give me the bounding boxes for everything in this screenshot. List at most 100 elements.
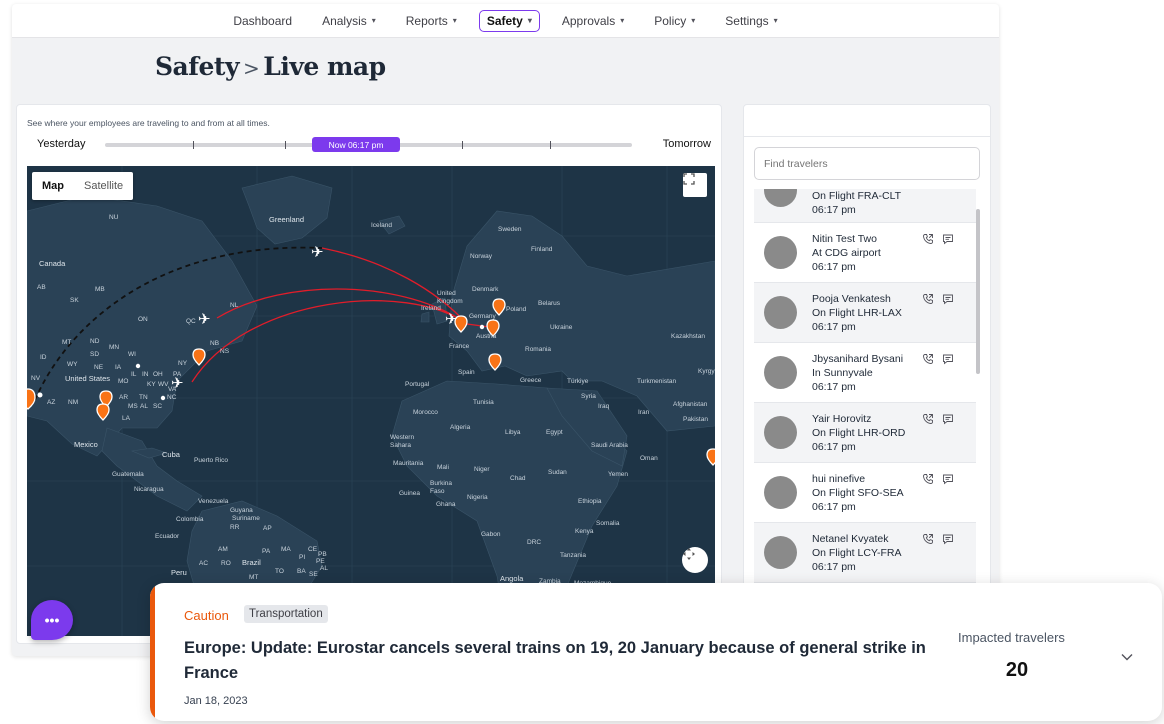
map-label: Libya [505, 429, 521, 436]
phone-icon[interactable] [922, 233, 934, 245]
traveler-row[interactable]: Jbysanihard Bysani In Sunnyvale 06:17 pm [754, 343, 976, 403]
map-label: WY [67, 361, 78, 368]
nav-analysis[interactable]: Analysis▾ [322, 13, 376, 28]
map-label: MT [249, 574, 259, 581]
traveler-actions [922, 233, 954, 245]
traveler-status: On Flight LHR-LAX [812, 307, 902, 319]
message-icon[interactable] [942, 413, 954, 425]
map-label: Morocco [413, 409, 438, 416]
map-label: Peru [171, 568, 187, 577]
traveler-row[interactable]: Nitin Test Two At CDG airport 06:17 pm [754, 223, 976, 283]
map-label: Denmark [472, 286, 499, 293]
breadcrumb-safety[interactable]: Safety [155, 52, 240, 81]
map-label: SD [90, 351, 100, 358]
map-label: SK [70, 297, 79, 304]
traveler-row[interactable]: Netanel Kvyatek On Flight LCY-FRA 06:17 … [754, 523, 976, 583]
map-label: NS [220, 348, 230, 355]
map-label: Gabon [481, 531, 501, 538]
map-label: AP [263, 525, 272, 532]
timeline-tick [285, 141, 286, 149]
travelers-panel: On Flight FRA-CLT 06:17 pm Nitin Test Tw… [743, 104, 991, 656]
chevron-down-icon: ▾ [527, 16, 532, 25]
map-type-satellite-button[interactable]: Satellite [84, 180, 124, 192]
traveler-info: Yair Horovitz On Flight LHR-ORD 06:17 pm [812, 412, 905, 454]
nav-approvals[interactable]: Approvals▾ [561, 13, 625, 28]
map-label: TN [139, 394, 148, 401]
live-map[interactable]: ✈ ✈ ✈ ✈ Greenland Iceland Sweden Finland… [27, 166, 715, 636]
map-label: Austria [476, 333, 497, 340]
phone-icon[interactable] [922, 293, 934, 305]
map-label: Yemen [608, 471, 628, 478]
map-label: Kazakhstan [671, 333, 705, 340]
map-label: AZ [47, 399, 56, 406]
map-label: NV [31, 375, 41, 382]
nav-safety[interactable]: Safety▾ [478, 9, 540, 32]
alert-card[interactable]: Caution Transportation Europe: Update: E… [150, 583, 1162, 721]
message-icon[interactable] [942, 533, 954, 545]
phone-icon[interactable] [922, 473, 934, 485]
map-label: Spain [458, 369, 475, 376]
map-label: Pakistan [683, 416, 708, 423]
find-travelers-input[interactable] [754, 147, 980, 180]
map-label: AM [218, 546, 228, 553]
traveler-row[interactable]: Pooja Venkatesh On Flight LHR-LAX 06:17 … [754, 283, 976, 343]
timeline-end-label: Tomorrow [662, 138, 711, 150]
traveler-name: Netanel Kvyatek [812, 533, 889, 545]
chat-button[interactable]: ••• [31, 600, 73, 640]
nav-reports[interactable]: Reports▾ [405, 13, 457, 28]
plane-icon: ✈ [198, 310, 211, 328]
timeline-tick [193, 141, 194, 149]
map-label: AC [199, 560, 209, 567]
map-label: Cuba [162, 450, 180, 459]
traveler-row[interactable]: hui ninefive On Flight SFO-SEA 06:17 pm [754, 463, 976, 523]
nav-policy[interactable]: Policy▾ [654, 13, 696, 28]
message-icon[interactable] [942, 473, 954, 485]
fullscreen-button[interactable] [683, 173, 707, 197]
timeline-tick [550, 141, 551, 149]
plane-icon: ✈ [311, 243, 324, 261]
map-label: Türkiye [567, 378, 589, 385]
traveler-row[interactable]: On Flight FRA-CLT 06:17 pm [754, 189, 976, 223]
alert-severity: Caution [184, 608, 229, 623]
chevron-down-icon: ▾ [452, 16, 457, 25]
phone-icon[interactable] [922, 413, 934, 425]
map-label: Tanzania [560, 552, 587, 559]
nav-dashboard[interactable]: Dashboard [233, 13, 293, 28]
map-label: Poland [506, 306, 527, 313]
map-label: Iceland [371, 222, 392, 229]
page-title: Safety>Live map [155, 52, 386, 81]
avatar [764, 189, 797, 207]
message-icon[interactable] [942, 233, 954, 245]
map-label: PA [173, 371, 182, 378]
map-label: Afghanistan [673, 401, 708, 408]
map-label: Saudi Arabia [591, 442, 628, 449]
traveler-info: Netanel Kvyatek On Flight LCY-FRA 06:17 … [812, 532, 901, 574]
map-label: SC [153, 403, 163, 410]
timeline-tick [462, 141, 463, 149]
map-label: LA [122, 415, 130, 422]
phone-icon[interactable] [922, 533, 934, 545]
message-icon[interactable] [942, 353, 954, 365]
map-label: Ghana [436, 501, 456, 508]
traveler-row[interactable]: Yair Horovitz On Flight LHR-ORD 06:17 pm [754, 403, 976, 463]
travelers-scrollbar[interactable] [976, 209, 980, 374]
map-label: KY [147, 381, 156, 388]
map-label: France [449, 343, 470, 350]
map-label: Ethiopia [578, 498, 602, 505]
alert-severity-bar [150, 583, 155, 721]
map-label: Suriname [232, 515, 260, 522]
map-label: Ukraine [550, 324, 573, 331]
map-label: IA [115, 364, 122, 371]
map-label: WI [128, 351, 136, 358]
map-label: Syria [581, 393, 596, 400]
timeline-now-handle[interactable]: Now 06:17 pm [312, 137, 400, 152]
message-icon[interactable] [942, 293, 954, 305]
map-pan-control[interactable] [682, 547, 708, 573]
map-label: MA [281, 546, 291, 553]
phone-icon[interactable] [922, 353, 934, 365]
chevron-down-icon[interactable] [1120, 652, 1134, 662]
map-label: Angola [500, 574, 524, 583]
nav-settings[interactable]: Settings▾ [725, 13, 778, 28]
map-type-map-button[interactable]: Map [42, 180, 64, 192]
avatar [764, 356, 797, 389]
